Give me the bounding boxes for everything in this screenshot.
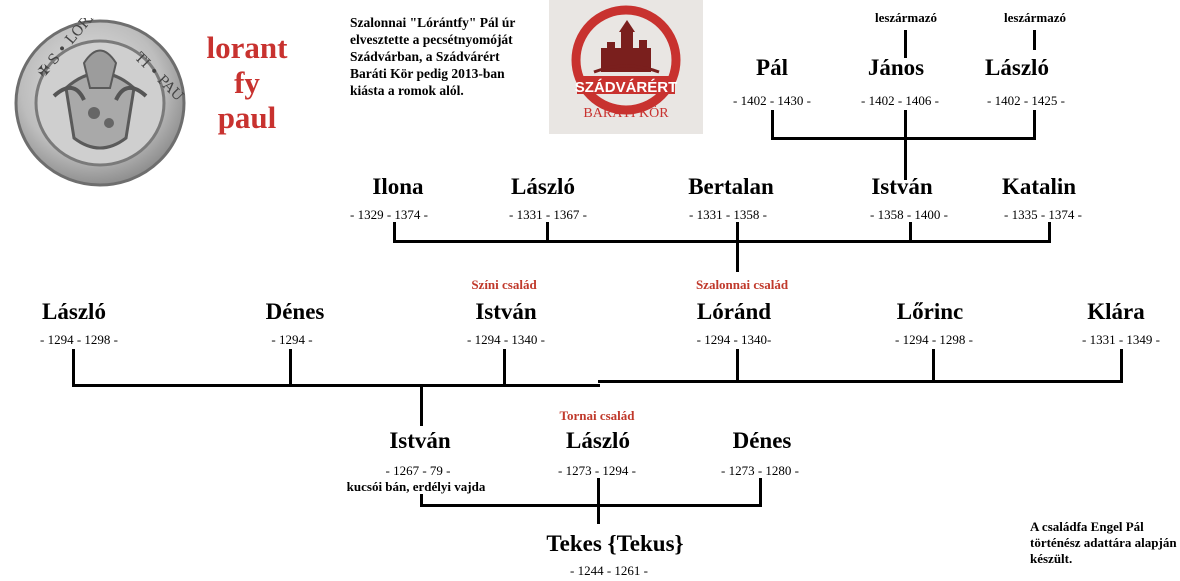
person-dates: - 1294 - 1298 - [895, 332, 973, 347]
seal-description: Szalonnai "Lórántfy" Pál úr elvesztette … [350, 15, 516, 98]
tree-line [932, 349, 935, 382]
tree-line [597, 478, 600, 524]
person-name: Tekes {Tekus} [546, 531, 684, 556]
tree-line [909, 222, 912, 243]
family-label: Színi család [471, 277, 537, 292]
logo-subtitle: BARÁTI KÖR [583, 106, 669, 121]
person-dates: - 1294 - 1298 - [40, 332, 118, 347]
tree-line [1120, 349, 1123, 382]
tree-line [598, 380, 1123, 383]
tree-line [72, 349, 75, 386]
tree-line [420, 504, 762, 507]
person-name: Katalin [1001, 174, 1077, 199]
person-dates: - 1402 - 1425 - [987, 93, 1065, 108]
logo-title: SZÁDVÁRÉRT [574, 79, 678, 96]
person-name: László [566, 428, 630, 453]
person-dates: - 1358 - 1400 - [870, 207, 948, 222]
medieval-seal-icon: ✠ S • LORAN TI • PAU [14, 0, 187, 188]
person-dates: - 1244 - 1261 - [570, 563, 648, 578]
person-name: Klára [1087, 299, 1145, 324]
tree-line [420, 386, 423, 426]
tree-line [393, 240, 1051, 243]
tree-line [420, 494, 423, 507]
tree-line [1048, 222, 1051, 243]
brand-line-1: lorant [206, 30, 288, 65]
source-note: A családfa Engel Pál történész adattára … [1030, 519, 1177, 566]
person-dates: - 1267 - 79 - [385, 463, 451, 478]
person-name: Lőrinc [896, 299, 964, 324]
descendant-note: leszármazó [1003, 10, 1067, 25]
tree-line [289, 349, 292, 386]
person-name: Ilona [372, 174, 424, 199]
tree-line [72, 384, 600, 387]
brand-title: lorant fy paul [192, 30, 302, 135]
person-dates: - 1335 - 1374 - [1004, 207, 1082, 222]
person-dates: - 1294 - 1340 - [467, 332, 545, 347]
szadvarert-logo: SZÁDVÁRÉRT BARÁTI KÖR [549, 0, 703, 134]
tree-line [759, 478, 762, 507]
person-name: László [511, 174, 575, 199]
tree-line [736, 222, 739, 272]
tree-line [1033, 30, 1036, 50]
person-name: János [867, 55, 925, 80]
brand-line-2: fy [234, 65, 260, 100]
person-name: Dénes [265, 299, 325, 324]
brand-line-3: paul [217, 100, 277, 135]
person-name: István [389, 428, 451, 453]
person-name: Dénes [732, 428, 792, 453]
person-name: István [871, 174, 933, 199]
person-dates: - 1331 - 1349 - [1082, 332, 1160, 347]
person-dates: - 1402 - 1406 - [861, 93, 939, 108]
person-dates: - 1331 - 1358 - [689, 207, 767, 222]
person-dates: - 1294 - [271, 332, 313, 347]
tree-line [736, 349, 739, 382]
person-dates: - 1294 - 1340- [696, 332, 772, 347]
tree-line [546, 222, 549, 243]
tree-line [771, 137, 1036, 140]
person-name: Bertalan [688, 174, 774, 199]
person-name: László [985, 55, 1049, 80]
tree-line [904, 30, 907, 58]
person-note: kucsói bán, erdélyi vajda [346, 479, 486, 494]
person-dates: - 1273 - 1294 - [558, 463, 636, 478]
tree-line [503, 349, 506, 386]
person-dates: - 1402 - 1430 - [733, 93, 811, 108]
descendant-note: leszármazó [874, 10, 938, 25]
tree-line [904, 110, 907, 180]
person-name: Lóránd [696, 299, 772, 324]
family-label: Tornai család [559, 408, 635, 423]
family-label: Szalonnai család [695, 277, 789, 292]
person-name: László [42, 299, 106, 324]
person-name: Pál [756, 55, 788, 80]
person-dates: - 1329 - 1374 - [350, 207, 428, 222]
person-name: István [475, 299, 537, 324]
tree-line [393, 222, 396, 243]
tree-line [1033, 110, 1036, 140]
person-dates: - 1331 - 1367 - [509, 207, 587, 222]
person-dates: - 1273 - 1280 - [721, 463, 799, 478]
tree-line [771, 110, 774, 140]
